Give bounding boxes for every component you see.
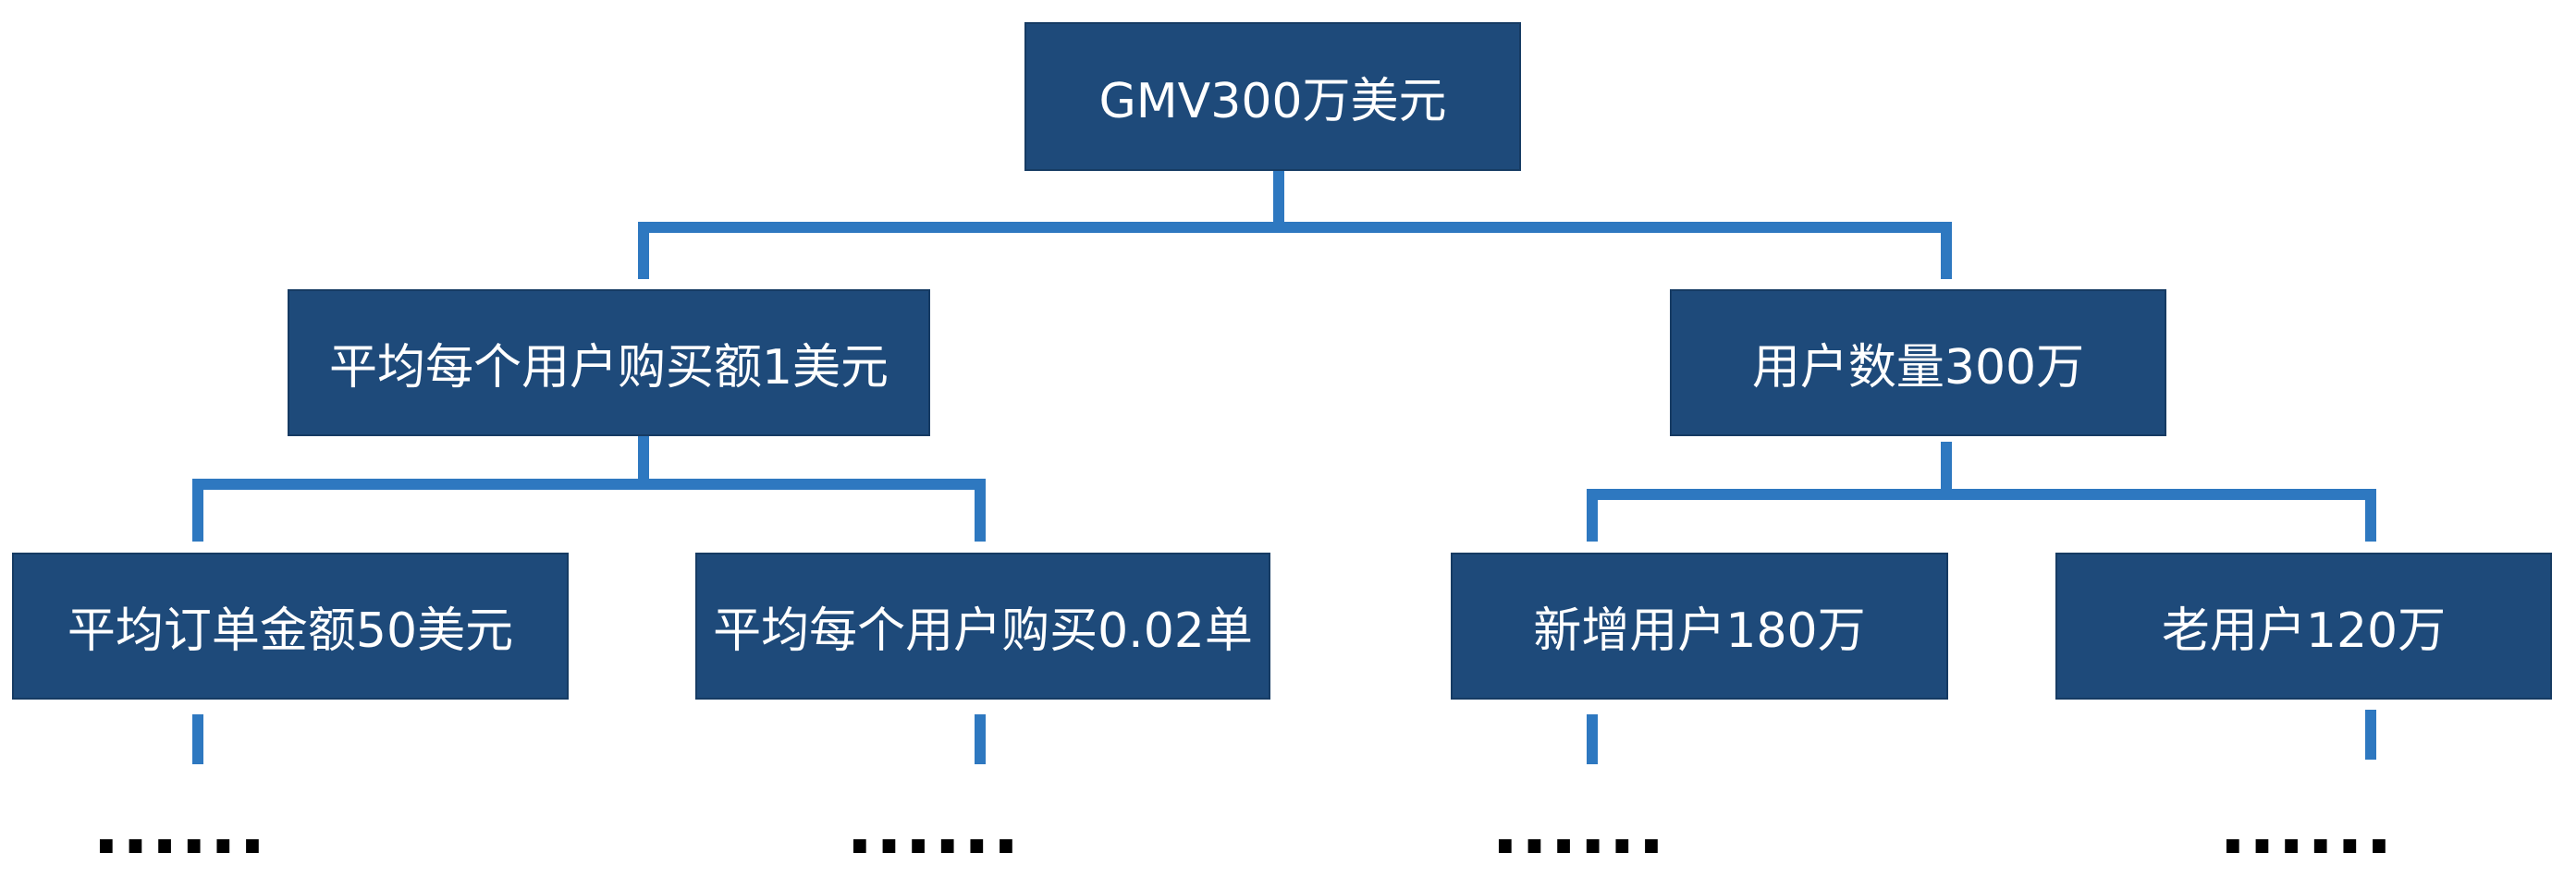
connector-leaf3-drop (1587, 489, 1598, 542)
connector-right-bar (1587, 489, 2376, 500)
node-label: 平均订单金额50美元 (67, 603, 514, 659)
node-label: 用户数量300万 (1751, 340, 2085, 396)
node-label: 平均每个用户购买额1美元 (328, 340, 889, 396)
connector-leaf3-tail (1587, 714, 1598, 764)
node-orders-per-user: 平均每个用户购买0.02单 (695, 553, 1270, 700)
connector-level1-bar (638, 222, 1952, 233)
root-node-label: GMV300万美元 (1098, 74, 1447, 129)
connector-leaf2-tail (975, 714, 986, 764)
connector-root-down (1273, 171, 1284, 233)
connector-leaf4-drop (2365, 489, 2376, 542)
connector-leaf1-drop (192, 479, 203, 542)
node-avg-order-amount: 平均订单金额50美元 (12, 553, 569, 700)
connector-right-drop (1941, 222, 1952, 279)
connector-leaf1-tail (192, 714, 203, 764)
connector-right-down (1941, 442, 1952, 500)
node-label: 老用户120万 (2161, 603, 2447, 659)
continuation-dots: ...... (1491, 787, 1667, 871)
connector-left-down (638, 434, 649, 490)
node-user-count: 用户数量300万 (1670, 289, 2166, 436)
continuation-dots: ...... (2219, 787, 2395, 871)
node-label: 平均每个用户购买0.02单 (713, 603, 1253, 659)
connector-leaf2-drop (975, 479, 986, 542)
node-old-users: 老用户120万 (2055, 553, 2552, 700)
connector-left-drop (638, 222, 649, 279)
connector-leaf4-tail (2365, 710, 2376, 760)
root-node: GMV300万美元 (1024, 22, 1521, 171)
connector-left-bar (192, 479, 986, 490)
node-avg-purchase-per-user: 平均每个用户购买额1美元 (288, 289, 930, 436)
continuation-dots: ...... (92, 787, 268, 871)
node-new-users: 新增用户180万 (1451, 553, 1948, 700)
node-label: 新增用户180万 (1533, 603, 1866, 659)
continuation-dots: ...... (846, 787, 1022, 871)
